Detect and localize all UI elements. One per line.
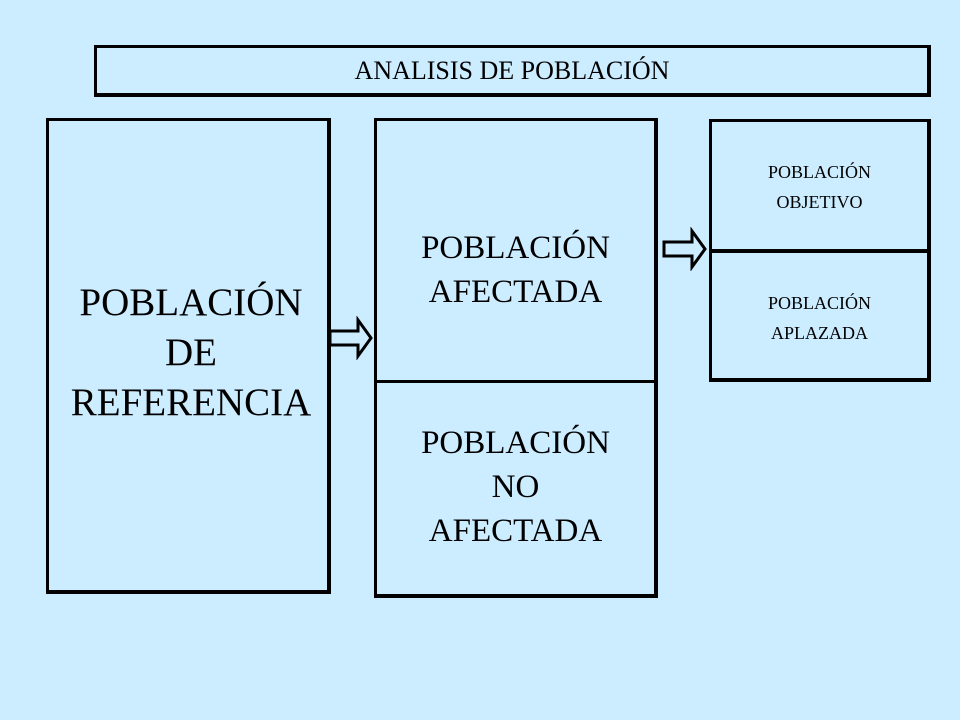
poblacion-aplazada-text: POBLACIÓN APLAZADA	[768, 288, 871, 348]
poblacion-afectada-text: POBLACIÓN AFECTADA	[421, 226, 610, 314]
poblacion-referencia-line-2: DE	[164, 330, 217, 374]
right-arrow-icon	[662, 227, 707, 271]
poblacion-referencia-box: POBLACIÓN DE REFERENCIA	[46, 118, 331, 594]
poblacion-objetivo-line-2: OBJETIVO	[776, 191, 863, 212]
poblacion-objetivo-box: POBLACIÓN OBJETIVO	[709, 119, 931, 253]
poblacion-afectada-line-1: POBLACIÓN	[421, 229, 610, 266]
poblacion-aplazada-line-1: POBLACIÓN	[767, 292, 871, 313]
poblacion-afectada-line-2: AFECTADA	[428, 273, 603, 310]
poblacion-aplazada-box: POBLACIÓN APLAZADA	[709, 250, 931, 382]
diagram-title: ANALISIS DE POBLACIÓN	[354, 55, 670, 85]
poblacion-afectada-box: POBLACIÓN AFECTADA	[374, 118, 658, 384]
poblacion-no-afectada-box: POBLACIÓN NO AFECTADA	[374, 380, 658, 598]
poblacion-referencia-line-1: POBLACIÓN	[79, 280, 303, 324]
title-box: ANALISIS DE POBLACIÓN	[94, 45, 931, 97]
poblacion-referencia-line-3: REFERENCIA	[70, 380, 312, 424]
poblacion-no-afectada-line-1: POBLACIÓN	[421, 424, 610, 461]
poblacion-no-afectada-line-3: AFECTADA	[428, 512, 603, 549]
poblacion-no-afectada-line-2: NO	[491, 468, 540, 505]
poblacion-referencia-text: POBLACIÓN DE REFERENCIA	[71, 278, 312, 428]
poblacion-no-afectada-text: POBLACIÓN NO AFECTADA	[421, 421, 610, 553]
poblacion-objetivo-line-1: POBLACIÓN	[767, 161, 871, 182]
right-arrow-icon	[328, 316, 373, 360]
poblacion-objetivo-text: POBLACIÓN OBJETIVO	[768, 157, 871, 217]
poblacion-aplazada-line-2: APLAZADA	[770, 322, 868, 343]
